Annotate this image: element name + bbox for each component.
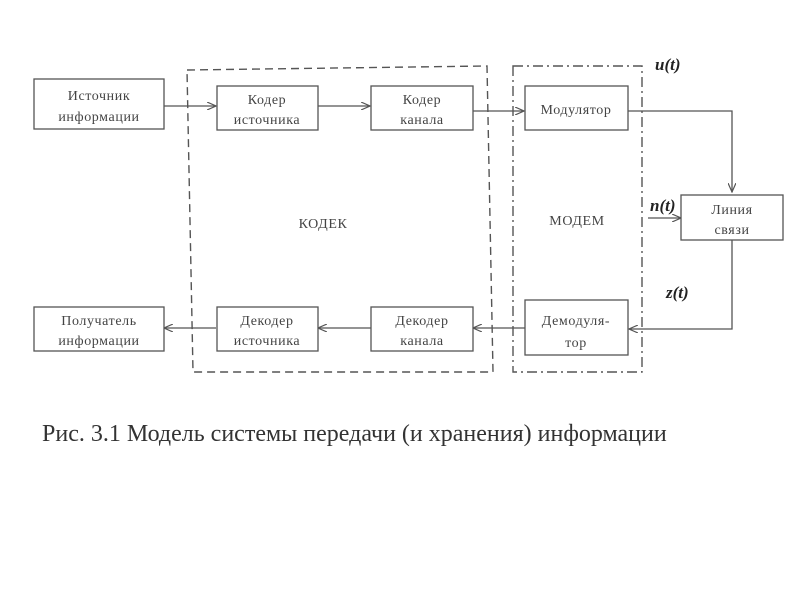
- block-demodulator: Демодуля- тор: [524, 299, 629, 356]
- block-channel-decoder: Декодер канала: [370, 306, 474, 352]
- block-source-coder: Кодер источника: [216, 85, 319, 131]
- block-modulator: Модулятор: [524, 85, 629, 131]
- block-line-label-1: Линия: [711, 203, 752, 218]
- block-source-coder-label-1: Кодер: [248, 93, 287, 108]
- block-demodulator-label-1: Демодуля-: [542, 314, 610, 329]
- block-source-decoder-label-2: источника: [234, 334, 301, 349]
- wire-modulator-to-line: [628, 110, 732, 192]
- block-channel-decoder-label-2: канала: [400, 334, 444, 349]
- block-source-label-2: информации: [58, 110, 139, 125]
- block-channel-decoder-label-1: Декодер: [395, 314, 448, 329]
- block-source-decoder: Декодер источника: [216, 306, 319, 352]
- block-channel-coder: Кодер канала: [370, 85, 474, 131]
- modem-group-frame: [512, 65, 643, 373]
- signal-n-label: n(t): [650, 196, 676, 215]
- block-line: Линия связи: [680, 194, 784, 241]
- block-source: Источник информации: [33, 78, 165, 130]
- block-source-decoder-label-1: Декодер: [240, 314, 293, 329]
- signal-z-label: z(t): [665, 283, 689, 302]
- block-receiver: Получатель информации: [33, 306, 165, 352]
- block-line-label-2: связи: [714, 223, 749, 238]
- block-source-label-1: Источник: [68, 89, 131, 104]
- block-receiver-label-1: Получатель: [61, 314, 137, 329]
- block-receiver-label-2: информации: [58, 334, 139, 349]
- codec-group-frame: [186, 65, 494, 373]
- block-modulator-label: Модулятор: [541, 103, 612, 118]
- block-demodulator-label-2: тор: [565, 336, 587, 351]
- wire-line-to-demodulator: [629, 240, 733, 329]
- signal-u-label: u(t): [655, 55, 681, 74]
- block-source-coder-label-2: источника: [234, 113, 301, 128]
- figure-caption: Рис. 3.1 Модель системы передачи (и хран…: [42, 421, 667, 447]
- block-channel-coder-label-2: канала: [400, 113, 444, 128]
- block-channel-coder-label-1: Кодер: [403, 93, 442, 108]
- codec-label: КОДЕК: [299, 217, 348, 232]
- modem-label: МОДЕМ: [549, 214, 604, 229]
